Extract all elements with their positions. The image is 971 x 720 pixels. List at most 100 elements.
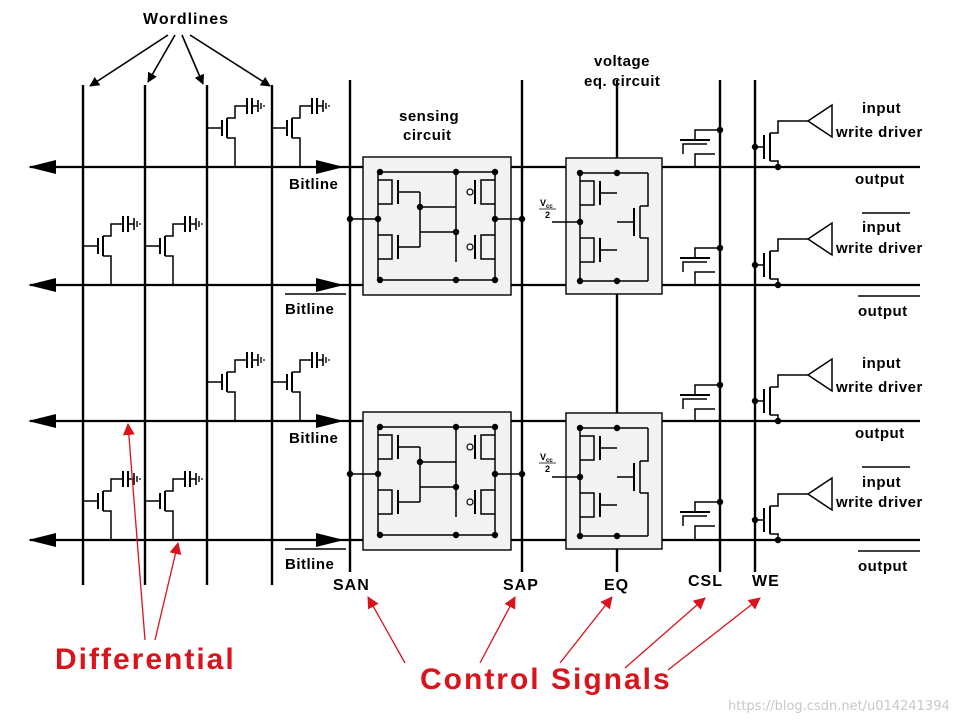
annotation-arrow [667, 597, 761, 671]
write-driver-label-2: write driver [835, 240, 923, 257]
annotation-arrow [559, 596, 613, 664]
junction-dot [774, 281, 782, 289]
annotation-arrow [624, 597, 706, 669]
eq-transistor [640, 237, 649, 281]
junction-dot [374, 470, 382, 478]
cell-source-wire [292, 105, 312, 119]
vcc-den-2: 2 [545, 464, 550, 474]
sensing-circuit-label-1: sensing [399, 108, 459, 125]
bitline-left-arrow [28, 278, 56, 292]
we-source-wire [770, 238, 808, 252]
eq-transistor [580, 237, 595, 263]
wordlines-label: Wordlines [143, 11, 229, 28]
annotation-arrow [122, 423, 146, 641]
input-label-1: input [862, 100, 901, 117]
watermark: https://blog.csdn.net/u014241394 [728, 699, 950, 714]
junction-dot [751, 143, 759, 151]
input-label-2: input [862, 355, 901, 372]
junction-dot [613, 277, 621, 285]
vcc-label-2: Vcc [540, 452, 553, 464]
junction-dot [774, 417, 782, 425]
junction-dot [491, 168, 499, 176]
junction-dot [491, 215, 499, 223]
junction-dot [716, 381, 724, 389]
junction-dot [518, 215, 526, 223]
cell-drain-wire [103, 255, 112, 285]
csl-gate-wire [694, 501, 720, 512]
write-driver-label-4: write driver [835, 494, 923, 511]
control-signal-eq: EQ [604, 577, 629, 594]
sense-transistor [480, 234, 495, 260]
write-driver-label-1: write driver [835, 124, 923, 141]
bitline-right-arrow [316, 160, 344, 174]
we-source-wire [770, 493, 808, 507]
junction-dot [613, 532, 621, 540]
pmos-bubble [466, 243, 474, 251]
output-bar-label-1: output [858, 303, 908, 320]
wordlines-arrow [147, 34, 176, 83]
csl-transistor [682, 515, 707, 526]
output-label-2: output [855, 425, 905, 442]
annotation-arrow [479, 596, 516, 664]
sense-transistor [378, 434, 393, 460]
wordlines-arrow [189, 34, 271, 87]
junction-dot [491, 276, 499, 284]
junction-dot [716, 498, 724, 506]
junction-dot [416, 203, 424, 211]
input-bar-label-1: input [862, 219, 901, 236]
cell-drain-wire [227, 137, 236, 167]
sense-transistor [480, 434, 495, 460]
csl-transistor [682, 398, 707, 409]
junction-dot [576, 424, 584, 432]
junction-dot [416, 458, 424, 466]
csl-transistor [694, 153, 715, 167]
junction-dot [751, 516, 759, 524]
cell-source-wire [227, 105, 247, 119]
junction-dot [576, 532, 584, 540]
junction-dot [716, 126, 724, 134]
junction-dot [346, 470, 354, 478]
junction-dot [491, 470, 499, 478]
bitline-label-1: Bitline [289, 176, 338, 193]
cell-drain-wire [103, 510, 112, 540]
bitline-bar-label-1: Bitline [285, 301, 334, 318]
bitline-left-arrow [28, 414, 56, 428]
differential-annotation: Differential [55, 643, 236, 676]
bitline-right-arrow [316, 278, 344, 292]
eq-transistor [580, 180, 595, 206]
csl-gate-wire [694, 129, 720, 140]
junction-dot [613, 169, 621, 177]
junction-dot [452, 531, 460, 539]
bitline-left-arrow [28, 160, 56, 174]
junction-dot [576, 473, 584, 481]
control-signal-we: WE [752, 573, 780, 590]
control-signal-san: SAN [333, 577, 370, 594]
cell-source-wire [165, 223, 185, 237]
cell-source-wire [165, 478, 185, 492]
junction-dot [376, 423, 384, 431]
junction-dot [376, 531, 384, 539]
eq-transistor [640, 492, 649, 536]
junction-dot [751, 261, 759, 269]
sense-transistor [378, 489, 393, 515]
we-source-wire [770, 374, 808, 388]
junction-dot [374, 215, 382, 223]
output-label-1: output [855, 171, 905, 188]
sense-transistor [378, 179, 393, 205]
sensing-circuit-box [362, 411, 512, 551]
junction-dot [774, 163, 782, 171]
pmos-bubble [466, 498, 474, 506]
write-driver-label-3: write driver [835, 379, 923, 396]
junction-dot [613, 424, 621, 432]
wordlines-arrow [181, 34, 205, 85]
cell-source-wire [103, 223, 123, 237]
sensing-circuit-label-2: circuit [403, 127, 452, 144]
eq-transistor [640, 173, 649, 207]
control-signals-annotation: Control Signals [420, 663, 672, 696]
cell-drain-wire [292, 137, 301, 167]
csl-transistor [694, 408, 715, 421]
vcc-label-1: Vcc [540, 198, 553, 210]
bitline-bar-label-2: Bitline [285, 556, 334, 573]
junction-dot [491, 531, 499, 539]
